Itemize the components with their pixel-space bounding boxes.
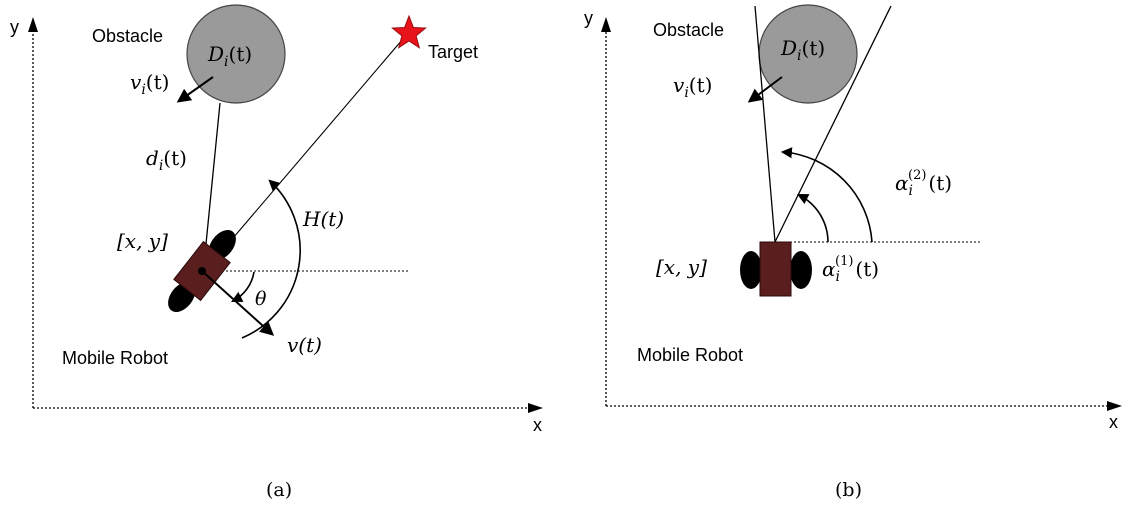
robot-wheel-b-2 (790, 251, 812, 289)
x-axis-label-b: x (1109, 412, 1118, 432)
theta-label-a: θ (255, 288, 267, 310)
obstacle-velocity-label-a: vi(t) (130, 70, 169, 98)
distance-line-a (205, 102, 221, 245)
obstacle-disk-label-b: Di(t) (780, 36, 825, 64)
robot-label-b: Mobile Robot (637, 345, 743, 365)
y-axis-label-a: y (10, 17, 19, 37)
ovel-arg-a: (t) (146, 70, 170, 94)
ovel-letter-b: v (673, 73, 685, 97)
ovel-sub-a: i (141, 82, 145, 98)
target-label-a: Target (428, 42, 478, 62)
dist-sub-a: i (159, 158, 163, 174)
y-axis-arrowhead-a (28, 17, 38, 32)
robot-velocity-label-a: v(t) (287, 333, 322, 357)
dist-letter-a: d (146, 146, 159, 170)
obstacle-velocity-arrow-a (176, 76, 214, 103)
panel-a: y x Di(t) Obstacle vi(t) di(t) Target H(… (10, 4, 543, 501)
alpha1-sub-b: i (836, 269, 840, 285)
disk-label-letter-a: D (207, 42, 224, 66)
alpha2-sup-b: (2) (908, 168, 926, 183)
alpha1-sup-b: (1) (835, 254, 853, 269)
caption-b: (b) (835, 479, 862, 501)
x-axis-label-a: x (533, 415, 542, 435)
disk-label-sub-b: i (797, 48, 801, 64)
robot-velocity-arrow-a (201, 270, 275, 336)
caption-a: (a) (266, 479, 292, 501)
alpha1-arg-b: (t) (855, 257, 879, 281)
heading-label-a: H(t) (302, 207, 344, 231)
position-label-a: [x, y] (117, 229, 168, 253)
alpha1-angle-arc-b (797, 193, 829, 243)
target-line-a (209, 32, 409, 266)
tangent-line-1-b (754, 5, 776, 243)
distance-label-a: di(t) (146, 146, 187, 174)
ovel-arg-b: (t) (689, 73, 713, 97)
dist-arg-a: (t) (163, 146, 187, 170)
position-label-b: [x, y] (656, 255, 707, 279)
robot-wheel-b-1 (740, 251, 762, 289)
theta-angle-arc-a (231, 271, 255, 303)
mobile-robot-b (740, 241, 812, 297)
alpha2-sub-b: i (909, 183, 913, 199)
x-axis-arrowhead-a (528, 403, 543, 413)
panel-b: y x Di(t) Obstacle vi(t) αi(2)(t) αi(1)(… (584, 4, 1122, 501)
obstacle-label-a: Obstacle (92, 26, 163, 46)
x-axis-arrowhead-b (1107, 401, 1122, 411)
obstacle-label-b: Obstacle (653, 20, 724, 40)
alpha2-label-b: αi(2)(t) (895, 168, 952, 199)
robot-body-b (759, 241, 792, 297)
y-axis-label-b: y (584, 8, 593, 28)
alpha2-letter-b: α (895, 171, 909, 195)
ovel-sub-b: i (684, 85, 688, 101)
target-star-icon (391, 14, 427, 49)
y-axis-arrowhead-b (601, 17, 611, 32)
alpha2-arg-b: (t) (928, 171, 952, 195)
alpha1-letter-b: α (822, 257, 836, 281)
obstacle-disk-label-a: Di(t) (207, 42, 252, 70)
tangent-line-2-b (774, 5, 892, 243)
disk-label-arg-a: (t) (229, 42, 253, 66)
disk-label-sub-a: i (224, 54, 228, 70)
obstacle-velocity-arrow-b (747, 76, 783, 103)
alpha1-label-b: αi(1)(t) (822, 254, 879, 285)
robot-label-a: Mobile Robot (62, 348, 168, 368)
ovel-letter-a: v (130, 70, 142, 94)
disk-label-letter-b: D (780, 36, 797, 60)
obstacle-velocity-label-b: vi(t) (673, 73, 712, 101)
alpha2-angle-arc-b (780, 147, 873, 243)
disk-label-arg-b: (t) (802, 36, 826, 60)
